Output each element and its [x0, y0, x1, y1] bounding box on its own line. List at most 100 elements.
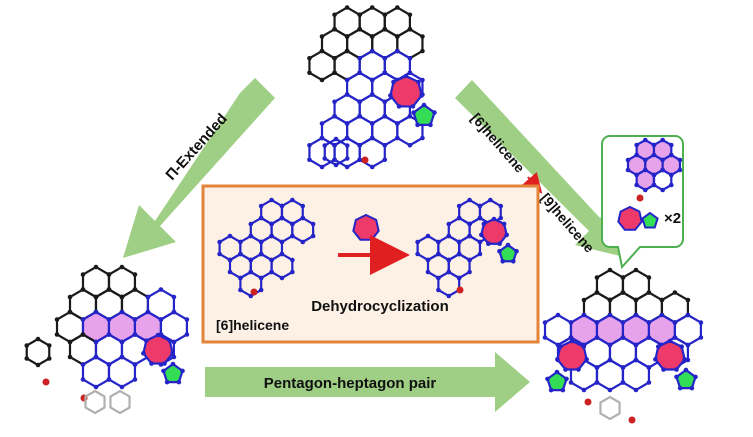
atom: [415, 251, 420, 257]
atom: [446, 293, 452, 299]
atom: [581, 387, 587, 393]
atom: [607, 342, 613, 348]
atom: [698, 335, 704, 340]
atom: [500, 258, 506, 264]
atom: [436, 275, 441, 281]
atom: [420, 34, 425, 39]
atom: [660, 157, 665, 163]
atom: [382, 142, 388, 148]
atom: [633, 297, 639, 303]
atom: [491, 216, 497, 222]
atom: [486, 241, 491, 247]
atom: [382, 157, 388, 163]
atom: [456, 251, 462, 257]
atom: [646, 380, 652, 385]
atom: [643, 137, 648, 143]
atom: [677, 157, 683, 163]
atom: [633, 342, 639, 348]
oxygen-atom: [628, 416, 636, 424]
atom: [238, 275, 243, 281]
atom: [80, 272, 86, 277]
atom: [467, 221, 472, 227]
heptagon-ring-icon: [389, 74, 423, 108]
atom: [184, 332, 190, 337]
atom: [564, 376, 569, 382]
atom: [158, 287, 164, 292]
atom: [67, 294, 73, 300]
atom: [93, 384, 99, 390]
atom: [332, 99, 337, 105]
atom: [369, 121, 375, 126]
atom: [93, 309, 99, 315]
atom: [660, 187, 665, 193]
atom: [382, 12, 388, 18]
atom: [248, 257, 254, 263]
atom: [420, 77, 425, 83]
label-dehydrocyclization: Dehydrocyclization: [311, 298, 449, 315]
arrow-pentagon-heptagon-pair: Pentagon-heptagon pair: [205, 352, 530, 412]
atom: [679, 344, 685, 349]
atom: [300, 203, 306, 209]
atom: [46, 343, 52, 348]
atom: [279, 203, 285, 209]
atom: [569, 338, 575, 344]
atom: [67, 309, 73, 315]
atom: [498, 215, 504, 221]
atom: [620, 365, 626, 370]
atom: [497, 241, 502, 247]
atom: [581, 344, 587, 349]
atom: [388, 93, 393, 98]
product-molecule: [415, 197, 519, 299]
atom: [319, 77, 325, 83]
atom: [132, 362, 138, 367]
ring: [25, 337, 51, 367]
atom: [683, 367, 689, 373]
atom: [660, 137, 665, 143]
atom: [407, 26, 413, 32]
atom: [456, 239, 462, 245]
atom: [332, 70, 337, 76]
atom: [419, 93, 424, 98]
atom: [415, 239, 420, 245]
atom: [436, 239, 441, 245]
atom: [407, 55, 413, 61]
pentagon-ring-icon: [641, 211, 659, 229]
atom: [319, 135, 325, 141]
atom: [24, 356, 30, 361]
atom: [132, 317, 138, 322]
atom: [505, 242, 511, 248]
atom: [143, 338, 149, 343]
atom: [425, 257, 431, 263]
atom: [149, 361, 154, 366]
atom: [290, 221, 295, 227]
atom: [106, 362, 112, 367]
atom: [258, 251, 264, 257]
atom: [395, 121, 400, 126]
atom: [258, 275, 264, 281]
atom: [307, 142, 312, 148]
atom: [357, 99, 362, 105]
atom: [155, 332, 161, 338]
atom: [420, 135, 425, 141]
atom: [310, 233, 316, 239]
atom: [344, 77, 350, 83]
atom: [171, 339, 177, 345]
atom: [300, 239, 306, 245]
atom: [634, 142, 639, 148]
atom: [279, 251, 285, 257]
atom: [93, 264, 99, 270]
atom: [677, 385, 683, 391]
label-pair: Pentagon-heptagon pair: [264, 375, 437, 392]
atom: [436, 251, 441, 257]
black-hexagon: [308, 49, 336, 82]
atom: [672, 335, 678, 340]
atom: [620, 275, 626, 280]
atom: [416, 79, 421, 85]
atom: [344, 156, 350, 161]
atom: [669, 182, 674, 188]
atom: [682, 357, 687, 362]
atom: [669, 172, 674, 178]
atom: [290, 257, 295, 263]
